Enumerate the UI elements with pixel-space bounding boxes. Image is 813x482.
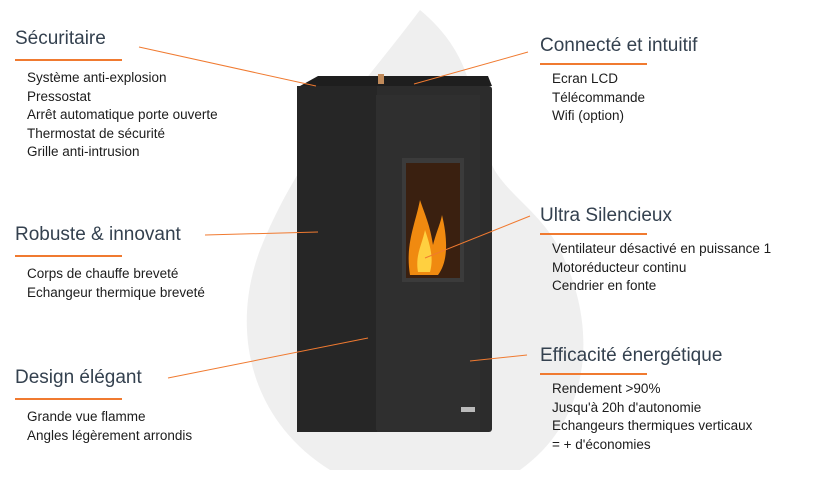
feature-item: Grande vue flamme	[27, 409, 146, 424]
feature-title: Design élégant	[15, 367, 142, 388]
feature-efficacite: Efficacité énergétique Rendement >90% Ju…	[540, 344, 752, 454]
stove-top	[300, 76, 492, 86]
title-underline	[15, 398, 122, 400]
feature-item: Echangeurs thermiques verticaux	[552, 418, 753, 433]
feature-item: Pressostat	[27, 88, 91, 104]
feature-item: Ecran LCD	[552, 71, 619, 86]
feature-silencieux: Ultra Silencieux Ventilateur désactivé e…	[540, 204, 771, 296]
feature-item: Echangeur thermique breveté	[27, 284, 205, 300]
stove-knob	[378, 74, 384, 84]
feature-title: Ultra Silencieux	[540, 205, 672, 226]
stove-logo	[461, 407, 475, 412]
feature-title: Connecté et intuitif	[540, 35, 698, 56]
feature-connecte: Connecté et intuitif Ecran LCD Télécomma…	[540, 34, 697, 126]
feature-design: Design élégant Grande vue flamme Angles …	[15, 366, 192, 445]
feature-item: Jusqu'à 20h d'autonomie	[552, 399, 702, 415]
title-underline	[540, 233, 647, 235]
feature-item: Rendement >90%	[552, 381, 661, 396]
feature-item: Wifi (option)	[552, 108, 625, 123]
callout-lines	[138, 46, 531, 379]
feature-item: Motoréducteur continu	[552, 259, 687, 275]
feature-securitaire: Sécuritaire Système anti-explosion Press…	[15, 27, 218, 162]
feature-item: Corps de chauffe breveté	[27, 266, 179, 281]
feature-title: Robuste & innovant	[15, 224, 181, 245]
title-underline	[15, 59, 122, 61]
title-underline	[15, 255, 122, 257]
feature-item: Angles légèrement arrondis	[27, 427, 193, 443]
feature-robuste: Robuste & innovant Corps de chauffe brev…	[15, 223, 205, 302]
feature-item: = + d'économies	[552, 436, 651, 452]
feature-item: Thermostat de sécurité	[27, 125, 166, 141]
feature-item: Ventilateur désactivé en puissance 1	[552, 241, 772, 256]
feature-item: Grille anti-intrusion	[27, 144, 140, 159]
feature-item: Télécommande	[552, 89, 646, 105]
feature-item: Système anti-explosion	[27, 70, 167, 85]
title-underline	[540, 63, 647, 65]
feature-title: Sécuritaire	[15, 28, 106, 49]
title-underline	[540, 373, 647, 375]
feature-item: Arrêt automatique porte ouverte	[27, 107, 218, 122]
feature-item: Cendrier en fonte	[552, 278, 657, 293]
feature-title: Efficacité énergétique	[540, 345, 723, 366]
